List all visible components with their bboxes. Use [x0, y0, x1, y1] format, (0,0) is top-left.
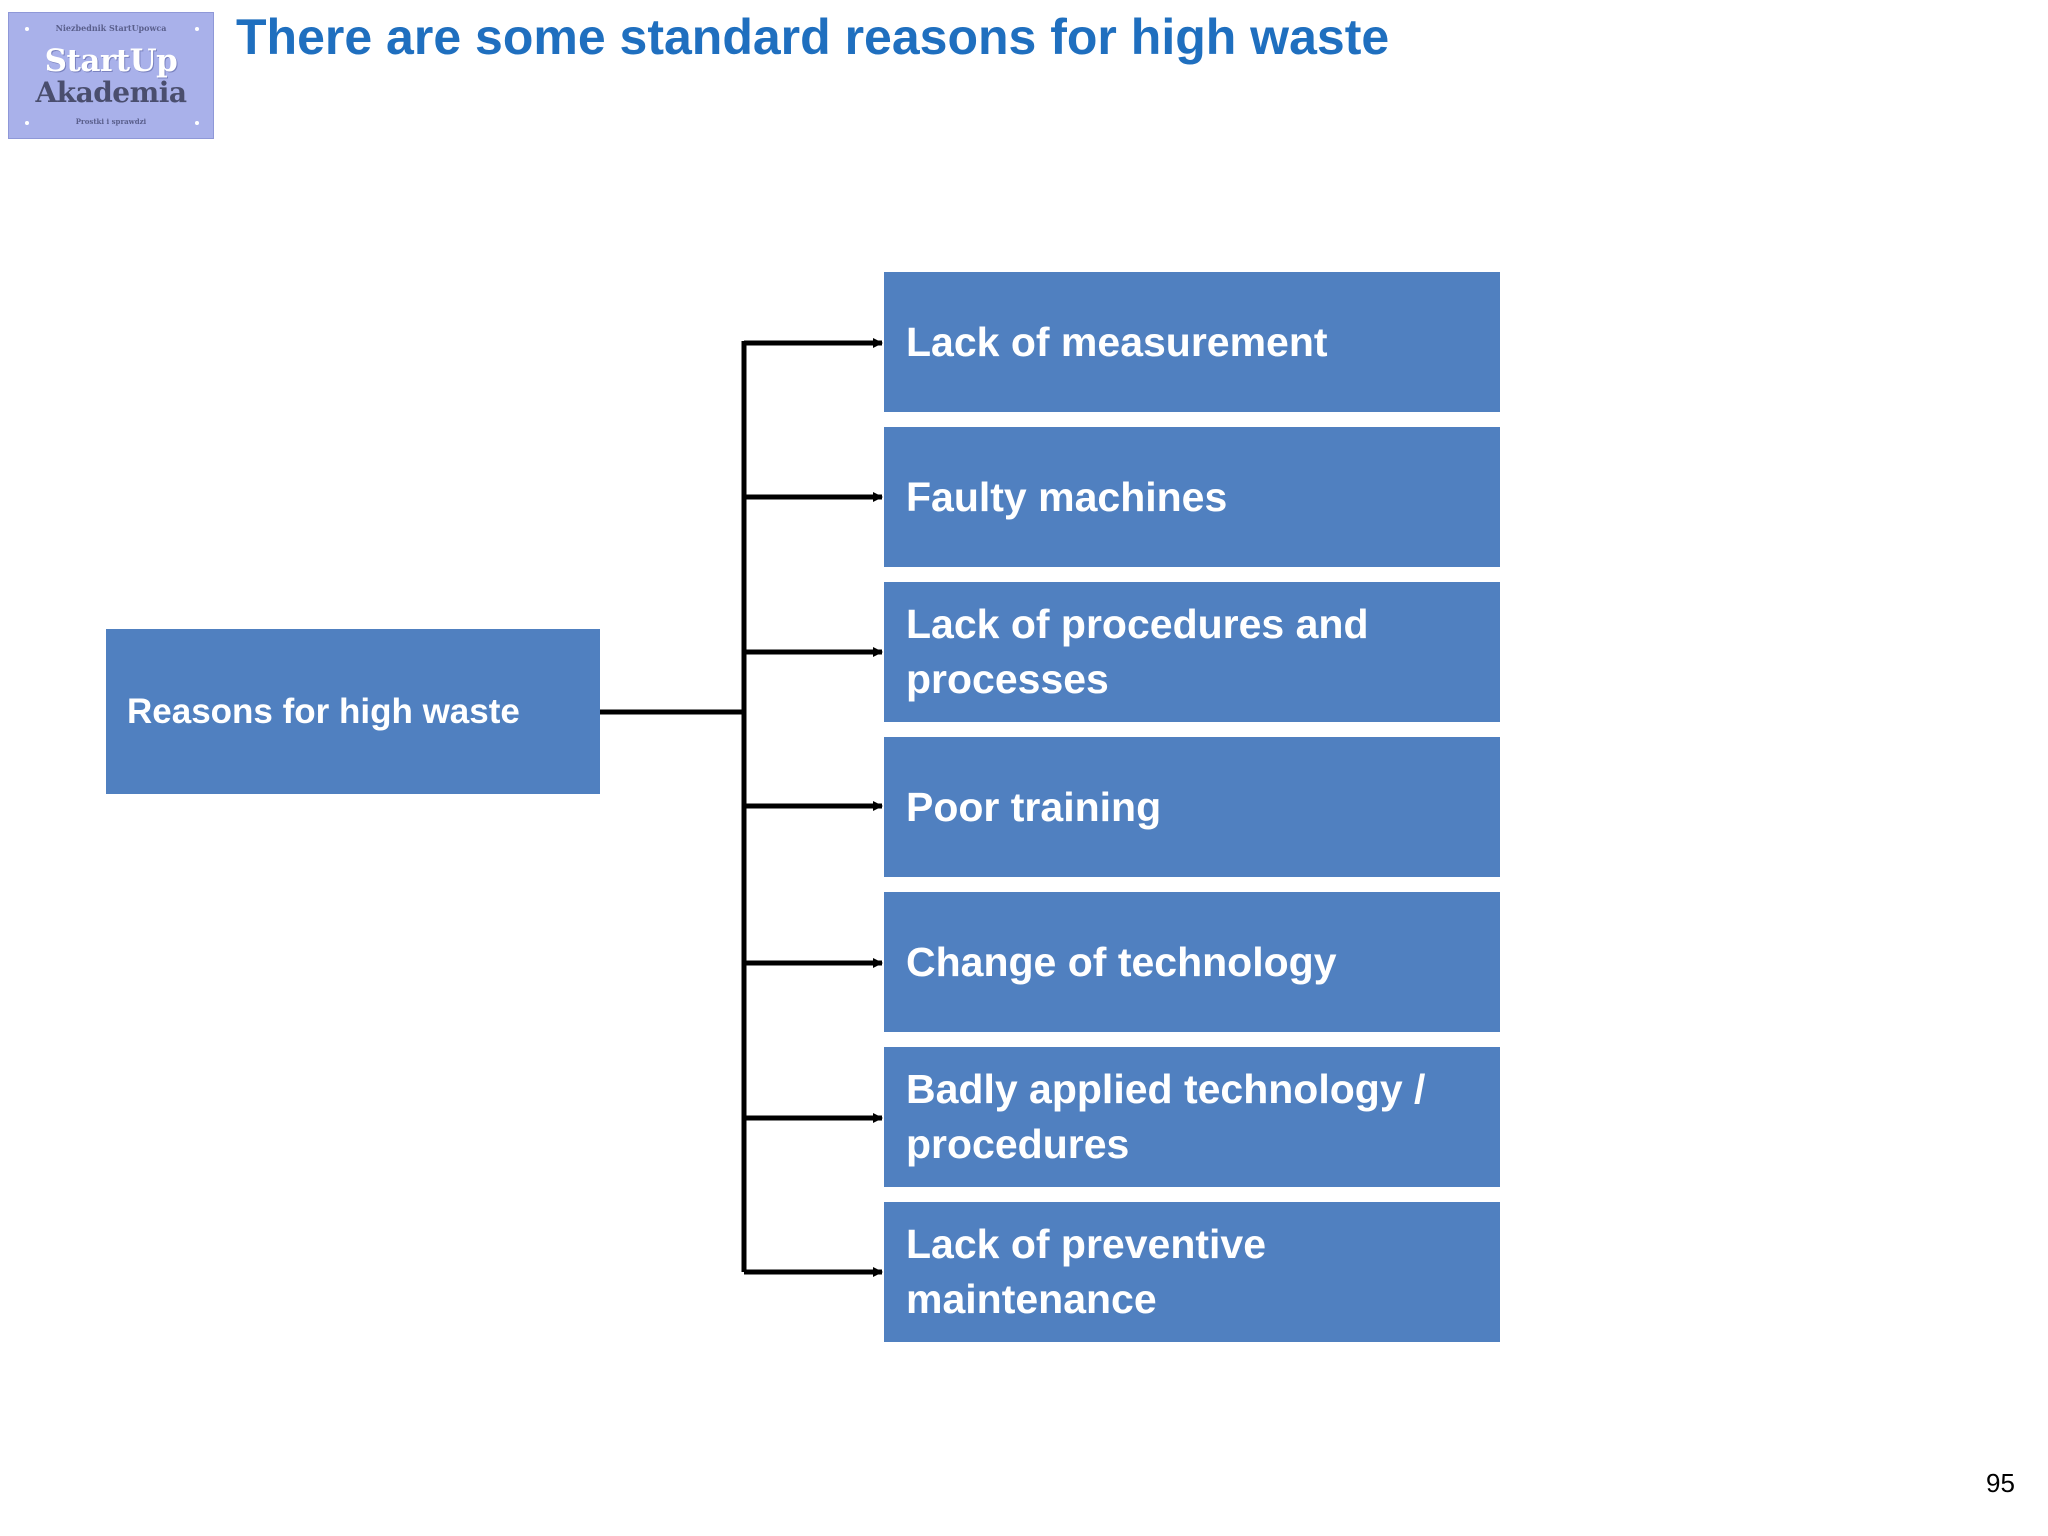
reason-box-faulty-machines: Faulty machines: [884, 427, 1500, 567]
logo-dot-decoration: [195, 121, 199, 125]
root-reasons-box: Reasons for high waste: [106, 629, 600, 794]
logo-line-2: Akademia: [35, 76, 187, 109]
logo-dot-decoration: [195, 27, 199, 31]
reason-box-lack-of-preventive-maintenance: Lack of preventive maintenance: [884, 1202, 1500, 1342]
logo-dot-decoration: [25, 27, 29, 31]
logo-top-text: Niezbednik StartUpowca: [55, 23, 167, 33]
slide-title: There are some standard reasons for high…: [236, 9, 1390, 65]
logo-line-1: StartUp: [44, 43, 178, 79]
logo-bottom-text: Prostki i sprawdzi: [75, 117, 147, 126]
reason-box-lack-of-procedures: Lack of procedures and processes: [884, 582, 1500, 722]
reason-box-badly-applied-technology: Badly applied technology / procedures: [884, 1047, 1500, 1187]
reason-box-lack-of-measurement: Lack of measurement: [884, 272, 1500, 412]
page-number: 95: [1986, 1468, 2015, 1498]
reason-box-poor-training: Poor training: [884, 737, 1500, 877]
startup-akademia-logo: Niezbednik StartUpowca StartUp Akademia …: [8, 12, 214, 139]
logo-dot-decoration: [25, 121, 29, 125]
reason-box-change-of-technology: Change of technology: [884, 892, 1500, 1032]
